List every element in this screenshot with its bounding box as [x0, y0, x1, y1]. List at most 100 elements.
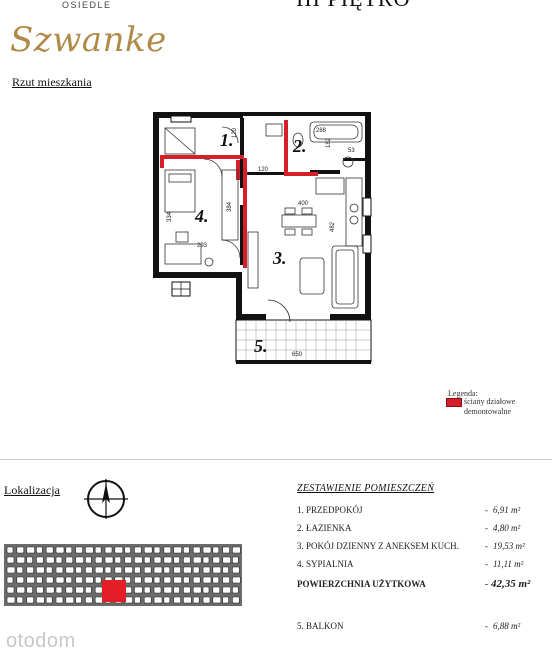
map-building — [45, 596, 53, 604]
map-building — [153, 586, 162, 594]
map-building — [153, 556, 162, 564]
dimension-label: 53 — [348, 148, 355, 154]
map-building — [192, 586, 202, 594]
map-building — [163, 556, 173, 564]
map-building — [134, 556, 143, 564]
map-building — [85, 546, 94, 554]
total-area-label: POWIERZCHNIA UŻYTKOWA — [297, 579, 426, 589]
map-building — [6, 586, 15, 594]
room-area: 11,11 m² — [493, 559, 524, 569]
dimension-label: 384 — [227, 201, 233, 212]
map-building — [85, 586, 92, 594]
map-building — [65, 546, 73, 554]
map-building — [143, 546, 153, 554]
map-building — [45, 586, 55, 594]
legend-swatch — [446, 398, 462, 407]
map-building — [114, 566, 123, 574]
map-building — [232, 556, 239, 564]
map-building — [104, 566, 112, 574]
map-building — [65, 596, 75, 604]
map-building — [143, 566, 152, 574]
map-building — [75, 586, 84, 594]
map-building — [232, 576, 241, 584]
map-building — [163, 586, 173, 594]
map-building — [202, 586, 210, 594]
room-area: 6,91 m² — [493, 505, 521, 515]
map-building — [222, 556, 231, 564]
map-building — [65, 556, 74, 564]
map-building — [6, 596, 16, 604]
brand-logo: Szwanke — [10, 20, 167, 60]
map-building — [153, 546, 161, 554]
brand-top-text: OSIEDLE — [62, 0, 112, 10]
map-building — [173, 556, 180, 564]
map-building — [36, 566, 45, 574]
map-building — [134, 546, 142, 554]
legend-text: ściany działowe demontowalne — [464, 397, 516, 416]
map-building — [163, 546, 172, 554]
row-dash: - — [485, 579, 488, 589]
total-area-row: POWIERZCHNIA UŻYTKOWA - 42,35 m² — [297, 578, 537, 593]
floor-title: III PIĘTRO — [296, 0, 410, 12]
map-building — [222, 546, 230, 554]
map-building — [232, 546, 241, 554]
map-building — [114, 556, 122, 564]
map-building — [173, 576, 182, 584]
map-building — [75, 596, 82, 604]
map-building — [143, 556, 151, 564]
map-building — [212, 596, 222, 604]
map-building — [104, 556, 114, 564]
room-name: 3. POKÓJ DZIENNY Z ANEKSEM KUCH. — [297, 541, 459, 551]
map-building — [212, 546, 220, 554]
map-building — [94, 556, 103, 564]
map-building — [94, 576, 102, 584]
dimension-label: 482 — [330, 221, 336, 232]
room-number-label: 5. — [254, 336, 268, 356]
dimension-label: 400 — [298, 201, 309, 207]
map-building — [134, 586, 143, 594]
map-building — [153, 566, 163, 574]
row-dash: - — [485, 523, 488, 533]
row-dash: - — [485, 505, 488, 515]
map-building — [16, 586, 26, 594]
map-building — [114, 546, 124, 554]
room-name: 4. SYPIALNIA — [297, 559, 354, 569]
map-building — [75, 546, 83, 554]
map-building — [222, 566, 229, 574]
map-building — [85, 576, 94, 584]
map-building — [6, 556, 15, 564]
row-dash: - — [485, 541, 488, 551]
map-building — [153, 596, 163, 604]
map-building — [45, 566, 53, 574]
map-building — [55, 566, 64, 574]
map-building — [183, 546, 190, 554]
map-building — [26, 576, 35, 584]
map-building — [202, 576, 212, 584]
dimension-label: 650 — [292, 352, 303, 358]
legend-title: Legenda: — [448, 389, 478, 398]
map-building — [36, 556, 44, 564]
map-building — [124, 566, 133, 574]
map-building — [134, 596, 141, 604]
map-building — [65, 576, 73, 584]
map-building — [16, 556, 26, 564]
north-compass-icon — [84, 479, 128, 519]
map-building — [192, 596, 200, 604]
map-building — [6, 566, 16, 574]
site-location-map — [4, 544, 242, 606]
map-building — [202, 556, 210, 564]
map-building — [85, 556, 92, 564]
map-building — [6, 576, 14, 584]
map-building — [183, 556, 191, 564]
map-building — [183, 596, 192, 604]
row-dash: - — [485, 621, 488, 631]
rooms-table-title: ZESTAWIENIE POMIESZCZEŃ — [297, 483, 435, 494]
map-building — [163, 596, 171, 604]
map-building — [173, 566, 181, 574]
map-building — [143, 586, 151, 594]
map-building — [94, 586, 103, 594]
room-number-label: 1. — [220, 130, 234, 150]
map-building — [192, 546, 201, 554]
total-area-value: 42,35 m² — [491, 578, 531, 590]
map-building — [173, 586, 180, 594]
